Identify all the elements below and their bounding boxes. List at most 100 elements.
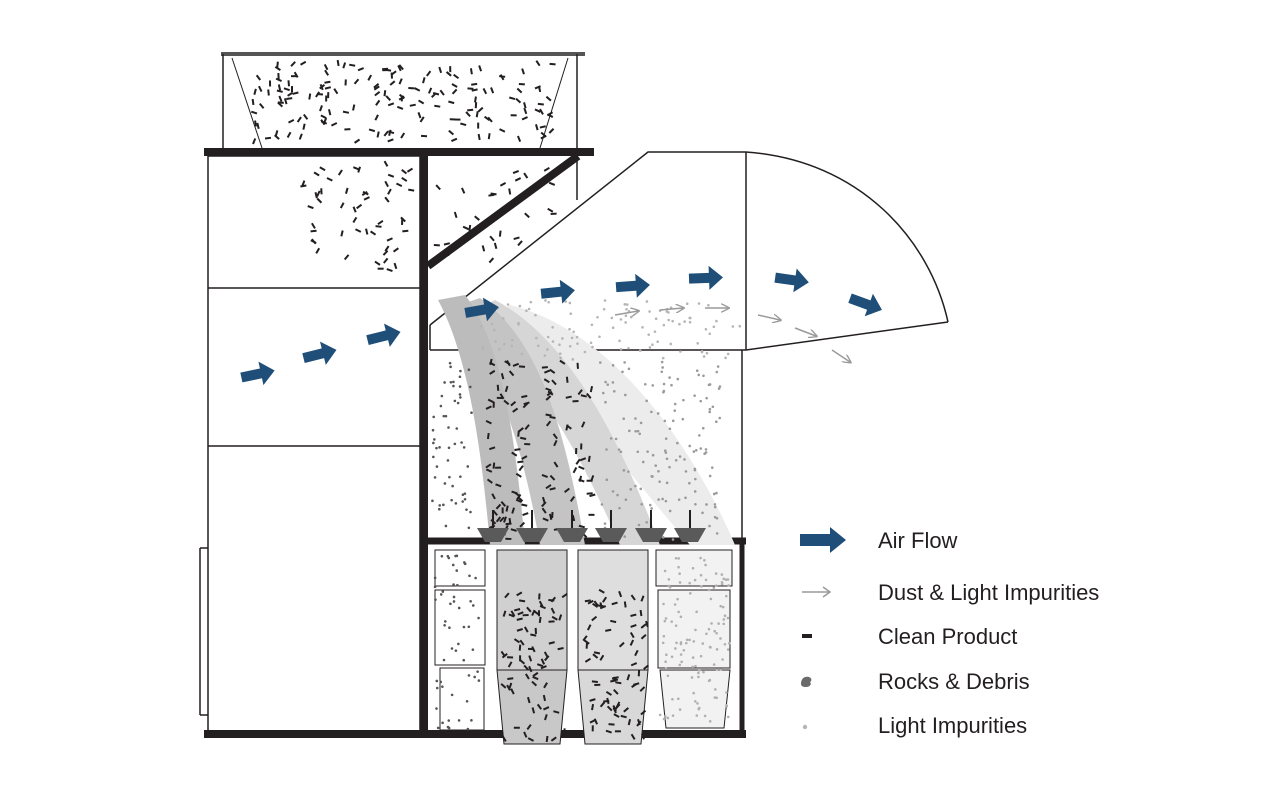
particle xyxy=(534,627,537,635)
particle xyxy=(588,513,595,516)
particle xyxy=(528,665,533,673)
particle xyxy=(724,356,727,360)
particle xyxy=(653,330,657,333)
air-flow-arrow xyxy=(615,272,651,300)
particle xyxy=(664,451,668,454)
particle xyxy=(539,108,544,115)
particle xyxy=(603,299,607,302)
particle xyxy=(591,680,598,683)
particle xyxy=(684,496,687,500)
particle xyxy=(693,578,697,582)
particle xyxy=(548,181,556,186)
particle xyxy=(558,614,563,621)
particle xyxy=(444,414,448,418)
particle xyxy=(702,670,705,674)
particle xyxy=(507,661,513,668)
particle xyxy=(476,670,479,673)
particle xyxy=(577,389,583,396)
particle xyxy=(527,696,531,704)
particle xyxy=(699,447,703,450)
particle xyxy=(594,683,601,686)
particle xyxy=(328,109,332,116)
particle xyxy=(709,597,713,601)
particle xyxy=(684,470,688,473)
particle xyxy=(408,188,415,192)
particle xyxy=(490,87,495,94)
particle xyxy=(287,80,290,87)
particle xyxy=(521,68,525,75)
particle xyxy=(509,96,516,101)
particle xyxy=(495,483,502,488)
particle xyxy=(615,681,622,685)
particle xyxy=(564,300,567,303)
particle xyxy=(551,325,554,329)
particle xyxy=(714,584,718,587)
particle xyxy=(477,679,481,682)
particle xyxy=(691,656,695,659)
particle xyxy=(252,138,257,145)
particle xyxy=(549,368,556,374)
particle xyxy=(715,491,718,495)
particle xyxy=(542,694,547,702)
particle xyxy=(516,617,523,621)
particle xyxy=(449,380,453,384)
particle xyxy=(641,733,645,740)
particle xyxy=(463,492,467,495)
particle xyxy=(439,404,443,408)
particle xyxy=(517,460,524,464)
particle xyxy=(487,133,491,140)
particle xyxy=(384,180,389,188)
particle xyxy=(349,63,356,67)
particle xyxy=(370,230,377,236)
particle xyxy=(387,188,392,195)
legend-label: Rocks & Debris xyxy=(878,669,1030,694)
particle xyxy=(508,370,515,377)
particle xyxy=(531,680,538,687)
particle xyxy=(510,610,516,617)
particle xyxy=(697,373,701,377)
particle xyxy=(611,381,615,384)
particle xyxy=(662,602,665,606)
particle xyxy=(276,89,283,93)
diverter-valve xyxy=(556,510,588,542)
particle xyxy=(624,393,627,397)
particle xyxy=(697,302,701,305)
particle xyxy=(337,169,343,176)
particle xyxy=(417,112,422,119)
particle xyxy=(515,498,523,504)
particle xyxy=(712,492,716,496)
particle xyxy=(490,192,497,196)
particle xyxy=(551,340,555,343)
particle xyxy=(668,465,671,469)
particle xyxy=(710,622,713,625)
particle xyxy=(704,328,708,331)
particle xyxy=(619,318,623,321)
particle xyxy=(439,680,443,684)
particle xyxy=(550,607,556,614)
particle xyxy=(435,465,439,468)
particle xyxy=(558,352,562,355)
particle xyxy=(591,345,594,349)
particle xyxy=(714,688,717,691)
particle xyxy=(518,465,524,472)
particle xyxy=(599,701,606,708)
particle xyxy=(592,602,599,608)
particle xyxy=(688,638,691,642)
particle xyxy=(432,441,435,445)
particle xyxy=(700,585,703,588)
particle xyxy=(703,558,706,562)
particle xyxy=(622,417,626,421)
particle xyxy=(477,133,481,141)
particle xyxy=(402,229,409,233)
particle xyxy=(426,70,432,77)
particle xyxy=(591,725,594,732)
particle xyxy=(451,83,458,88)
particle xyxy=(713,629,717,633)
particle xyxy=(697,671,700,675)
particle xyxy=(725,594,728,598)
particle xyxy=(549,487,556,491)
particle xyxy=(413,87,421,92)
particle xyxy=(586,479,593,482)
particle xyxy=(278,95,283,102)
